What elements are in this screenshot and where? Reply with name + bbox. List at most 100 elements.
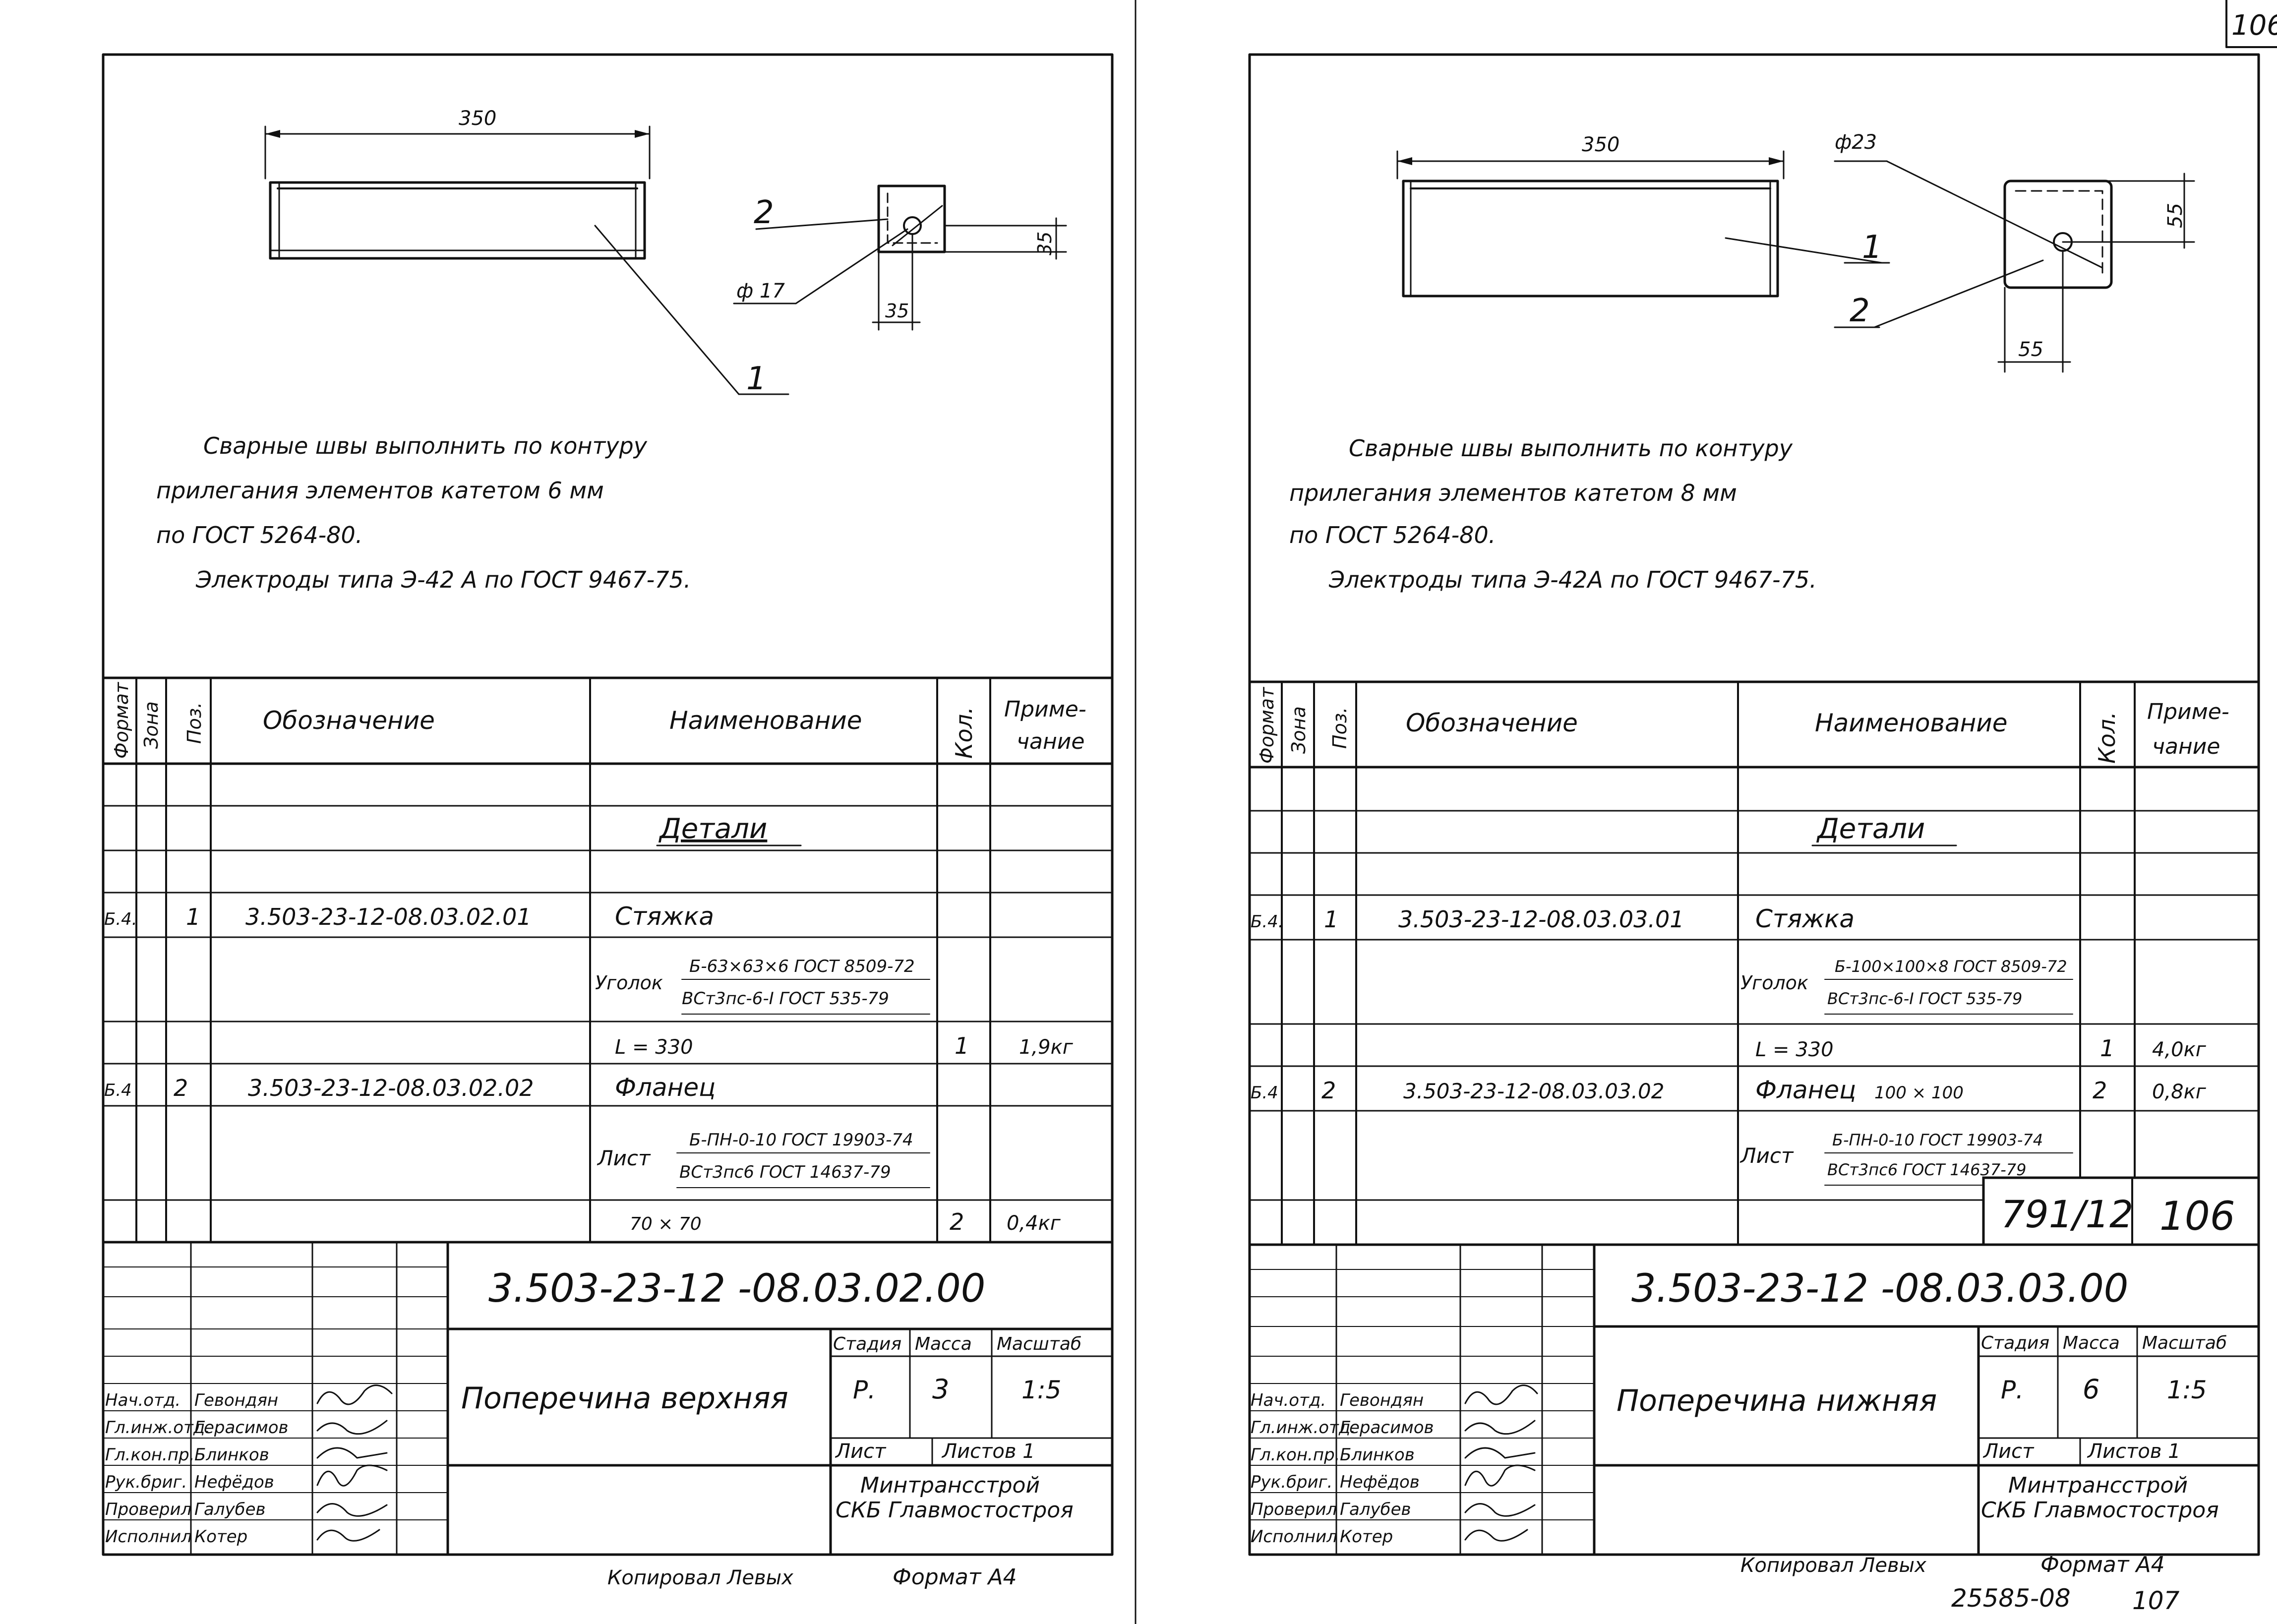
right-notes: Сварные швы выполнить по контуру прилега…	[1289, 435, 1817, 593]
left-r2-qty: 2	[950, 1208, 964, 1235]
right-tb-role-4: Рук.бриг.	[1251, 1472, 1332, 1492]
right-tb-name-5: Галубев	[1340, 1500, 1411, 1519]
left-r1-qty: 1	[955, 1032, 969, 1059]
right-r2-designation: 3.503-23-12-08.03.03.02	[1403, 1079, 1664, 1103]
left-r2-designation: 3.503-23-12-08.03.02.02	[248, 1075, 534, 1101]
right-note-line-3: по ГОСТ 5264-80.	[1289, 522, 1496, 548]
left-flange-drawing: 35 35 2 ф 17	[733, 184, 1067, 331]
right-r2-note: 0,8кг	[2152, 1081, 2207, 1103]
left-r2-format: Б.4	[104, 1081, 132, 1100]
right-tb-name-2: Герасимов	[1340, 1418, 1434, 1438]
left-hdr-zone: Зона	[140, 701, 162, 749]
left-spec-table: Формат Зона Поз. Обозначение Наименовани…	[102, 676, 1114, 1244]
right-r2-mat-line1: Б-ПН-0-10 ГОСТ 19903-74	[1832, 1131, 2043, 1149]
right-footer-handwritten-page: 107	[2132, 1586, 2180, 1615]
right-tb-code: 3.503-23-12 -08.03.03.00	[1631, 1266, 2128, 1311]
left-hdr-note-2: чание	[1017, 729, 1084, 754]
left-dim-length: 350	[459, 107, 496, 130]
right-tb-scale-label: Масштаб	[2142, 1333, 2227, 1353]
right-footer-archive: 25585-08	[1951, 1584, 2071, 1613]
right-section-title: Детали	[1816, 813, 1925, 845]
right-r1-designation: 3.503-23-12-08.03.03.01	[1398, 906, 1684, 933]
left-r2-note: 0,4кг	[1007, 1212, 1061, 1235]
right-r2-mat-line2: ВСт3пс6 ГОСТ 14637-79	[1827, 1160, 2026, 1179]
right-archive-stamp: 791/12 106	[1982, 1176, 2260, 1246]
left-section-title: Детали	[658, 813, 767, 845]
right-r1-note: 4,0кг	[2152, 1038, 2207, 1061]
right-tb-role-5: Проверил	[1251, 1500, 1337, 1519]
left-tb-mass-label: Масса	[915, 1334, 972, 1354]
left-signatures	[316, 1384, 393, 1542]
right-r1-pos: 1	[1324, 906, 1338, 933]
page-number: 106	[2231, 9, 2277, 42]
left-tb-scale-label: Масштаб	[997, 1334, 1081, 1354]
left-tb-role-2: Гл.инж.отд.	[105, 1418, 210, 1438]
right-r2-format: Б.4	[1251, 1083, 1278, 1103]
right-tb-stage-label: Стадия	[1981, 1333, 2049, 1353]
right-r1-format: Б.4.	[1251, 912, 1284, 932]
left-hdr-pos: Поз.	[183, 702, 205, 744]
right-tb-org1: Минтрансстрой	[2008, 1473, 2188, 1498]
right-tb-stage: Р.	[2001, 1376, 2024, 1404]
right-tb-mass: 6	[2083, 1374, 2099, 1405]
left-hdr-name: Наименование	[669, 706, 862, 735]
left-r1-mat-type: Уголок	[595, 972, 663, 994]
left-tb-org1: Минтрансстрой	[860, 1473, 1040, 1498]
left-tb-sheet-label: Лист	[835, 1440, 887, 1463]
left-tb-name-4: Нефёдов	[194, 1472, 274, 1492]
left-leader-1-label: 1	[746, 361, 767, 397]
left-note-line-1: Сварные швы выполнить по контуру	[203, 432, 648, 459]
right-footer-format: Формат А4	[2040, 1552, 2165, 1577]
right-hdr-format: Формат	[1256, 686, 1278, 764]
right-leader-2-label: 2	[1850, 293, 1870, 329]
right-tb-title: Поперечина нижняя	[1617, 1383, 1937, 1418]
right-dim-side-h: 55	[2164, 203, 2187, 228]
left-tb-name-5: Галубев	[194, 1500, 266, 1519]
left-note-line-4: Электроды типа Э-42 А по ГОСТ 9467-75.	[195, 566, 691, 593]
left-footer-copied: Копировал Левых	[607, 1566, 793, 1589]
right-hdr-note-1: Приме-	[2147, 699, 2229, 724]
left-r2-mat-type: Лист	[597, 1146, 651, 1170]
right-tb-name-3: Блинков	[1340, 1445, 1415, 1465]
right-tb-role-3: Гл.кон.пр.	[1251, 1445, 1340, 1465]
left-r1-format: Б.4.	[104, 909, 137, 929]
right-note-line-1: Сварные швы выполнить по контуру	[1349, 435, 1793, 462]
left-tb-scale: 1:5	[1021, 1376, 1061, 1404]
left-dim-side-w: 35	[885, 300, 909, 322]
left-r1-note: 1,9кг	[1019, 1036, 1074, 1059]
left-hdr-note-1: Приме-	[1004, 697, 1086, 722]
left-r1-mat-line2: ВСт3пс-6-I ГОСТ 535-79	[682, 989, 889, 1009]
right-r1-mat-line1: Б-100×100×8 ГОСТ 8509-72	[1835, 957, 2067, 976]
right-r2-qty: 2	[2093, 1077, 2107, 1104]
right-r2-mat-type: Лист	[1739, 1143, 1794, 1168]
left-tb-role-1: Нач.отд.	[105, 1390, 180, 1410]
right-stamp-sheet: 106	[2159, 1193, 2235, 1239]
right-r1-mat-type: Уголок	[1740, 972, 1808, 994]
right-note-line-4: Электроды типа Э-42А по ГОСТ 9467-75.	[1328, 566, 1817, 593]
left-tb-mass: 3	[932, 1374, 949, 1405]
left-tb-stage-label: Стадия	[833, 1334, 901, 1354]
right-dim-length: 350	[1582, 133, 1619, 156]
right-tb-role-6: Исполнил	[1251, 1527, 1337, 1547]
right-spec-table: Формат Зона Поз. Обозначение Наименовани…	[1248, 680, 2260, 1246]
right-signatures	[1464, 1384, 1538, 1542]
right-tb-role-2: Гл.инж.отд.	[1251, 1418, 1356, 1438]
left-r2-pos: 2	[174, 1075, 188, 1101]
left-tb-name-3: Блинков	[194, 1445, 269, 1465]
left-tb-name-2: Герасимов	[194, 1418, 289, 1438]
right-dim-side-w: 55	[2018, 338, 2043, 361]
left-dim-side-h: 35	[1034, 232, 1056, 255]
left-notes: Сварные швы выполнить по контуру прилега…	[156, 432, 691, 593]
right-r2-name: Фланец	[1755, 1076, 1856, 1104]
right-r2-pos: 2	[1321, 1077, 1336, 1104]
right-tb-mass-label: Масса	[2063, 1333, 2120, 1353]
left-note-line-3: по ГОСТ 5264-80.	[156, 522, 362, 548]
right-tb-name-1: Гевондян	[1340, 1390, 1424, 1410]
right-r2-size: 100 × 100	[1874, 1083, 1964, 1103]
left-footer-format: Формат А4	[893, 1564, 1017, 1590]
left-r1-pos: 1	[186, 903, 200, 930]
left-tb-name-6: Котер	[194, 1527, 247, 1547]
left-tb-role-5: Проверил	[105, 1500, 191, 1519]
left-hdr-format: Формат	[111, 681, 132, 759]
